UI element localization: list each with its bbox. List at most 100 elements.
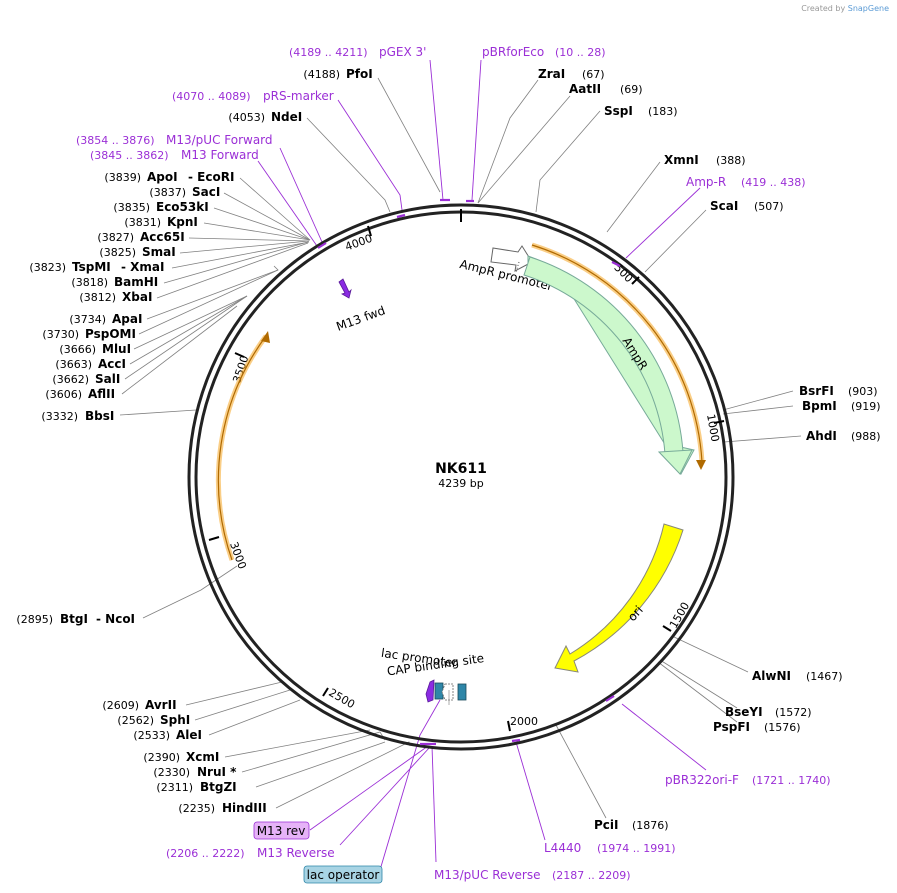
primer-name-prs: pRS-marker xyxy=(263,89,334,103)
enzyme-pos-hindiii: (2235) xyxy=(178,802,215,815)
enzyme-pos-avrii: (2609) xyxy=(102,699,139,712)
primer-range-m13puc-fwd: (3854 .. 3876) xyxy=(76,134,155,147)
enzyme-name-bbsi: BbsI xyxy=(85,409,114,423)
enzyme-name-saci: SacI xyxy=(192,185,220,199)
leader-sspi xyxy=(535,110,601,213)
enzyme-pos-bseyi: (1572) xyxy=(775,706,812,719)
enzyme-pos-sspi: (183) xyxy=(648,105,678,118)
plasmid-length: 4239 bp xyxy=(438,477,483,490)
primer-range-pgex3: (4189 .. 4211) xyxy=(289,46,368,59)
primer-name-m13puc-rev: M13/pUC Reverse xyxy=(434,868,541,882)
enzyme-name-eco53ki: Eco53kI xyxy=(156,200,209,214)
enzyme-pos-bamhi: (3818) xyxy=(71,276,108,289)
lac-operator-box: lac operator xyxy=(303,865,383,884)
enzyme-name-pspomi: PspOMI xyxy=(85,327,136,341)
enzyme-name-scai: ScaI xyxy=(710,199,738,213)
leader-prs xyxy=(337,99,403,211)
enzyme-name-sspi: SspI xyxy=(604,104,633,118)
orf-arrowhead-left xyxy=(261,331,270,343)
enzyme-name-apai: ApaI xyxy=(112,312,142,326)
enzyme-name-acc65i: Acc65I xyxy=(140,230,185,244)
enzyme-pos-aflii: (3606) xyxy=(45,388,82,401)
enzyme-name-apoi: ApoI xyxy=(147,170,178,184)
tick-label-2000: 2000 xyxy=(510,715,538,728)
leader-saci xyxy=(223,192,311,241)
enzyme-pos-pspfi: (1576) xyxy=(764,721,801,734)
orf-arc-ampr-core xyxy=(531,244,703,463)
leader-pfoi xyxy=(377,77,441,193)
enzyme-name-sali: SalI xyxy=(95,372,120,386)
leader-nrui xyxy=(241,731,386,773)
leader-alwni xyxy=(671,635,749,673)
enzyme-pos-sali: (3662) xyxy=(52,373,89,386)
enzyme-pos-scai: (507) xyxy=(754,200,784,213)
enzyme-pos-alwni: (1467) xyxy=(806,670,843,683)
enzyme-pos-tspmi: (3823) xyxy=(29,261,66,274)
enzyme-name-nrui: NruI * xyxy=(197,765,237,779)
lac-region xyxy=(425,679,467,705)
enzyme-pos-zrai: (67) xyxy=(582,68,605,81)
enzyme-extra-ncoi: - NcoI xyxy=(96,612,135,626)
scale-ticks xyxy=(208,209,725,732)
primer-range-m13-fwd: (3845 .. 3862) xyxy=(90,149,169,162)
leader-m13-fwd xyxy=(257,160,318,247)
enzyme-pos-pcii: (1876) xyxy=(632,819,669,832)
enzyme-pos-btgzi: (2311) xyxy=(156,781,193,794)
leader-pspomi xyxy=(138,269,279,335)
leader-btgzi xyxy=(255,741,386,788)
leader-ncoi xyxy=(142,565,238,619)
primer-range-ampr: (419 .. 438) xyxy=(741,176,806,189)
enzyme-name-btgi: BtgI xyxy=(60,612,88,626)
primer-site-m13fwd xyxy=(317,242,327,249)
leader-m13rev-box xyxy=(309,745,429,831)
leader-ahdi xyxy=(723,435,802,443)
ampr-promoter-arrow xyxy=(490,245,533,272)
primer-range-prs: (4070 .. 4089) xyxy=(172,90,251,103)
enzyme-pos-bpmi: (919) xyxy=(851,400,881,413)
leader-bbsi xyxy=(119,409,197,416)
enzyme-name-xcmi: XcmI xyxy=(186,750,219,764)
enzyme-pos-ndei: (4053) xyxy=(228,111,265,124)
enzyme-name-bpmi: BpmI xyxy=(802,399,837,413)
primer-name-pgex3: pGEX 3' xyxy=(379,45,426,59)
orf-arrowhead-ampr xyxy=(696,460,706,470)
enzyme-pos-sphi: (2562) xyxy=(117,714,154,727)
tick-mark-1000 xyxy=(713,420,725,424)
enzyme-name-kpni: KpnI xyxy=(167,215,198,229)
leader-pgex3 xyxy=(429,59,444,201)
enzyme-pos-pfoi: (4188) xyxy=(303,68,340,81)
primer-name-l4440: L4440 xyxy=(544,841,581,855)
enzyme-name-pfoi: PfoI xyxy=(346,67,373,81)
leader-mlui xyxy=(133,295,248,350)
primer-range-m13-reverse: (2206 .. 2222) xyxy=(166,847,245,860)
enzyme-name-acci: AccI xyxy=(98,357,126,371)
enzyme-name-xmni: XmnI xyxy=(664,153,699,167)
tick-label-4000: 4000 xyxy=(343,232,374,254)
enzyme-pos-acc65i: (3827) xyxy=(97,231,134,244)
lac-promoter-feature xyxy=(441,683,454,701)
m13rev-box-label: M13 rev xyxy=(257,824,306,838)
primer-name-pbrforeco: pBRforEco xyxy=(482,45,544,59)
enzyme-pos-apoi: (3839) xyxy=(104,171,141,184)
enzyme-name-zrai: ZraI xyxy=(538,67,565,81)
cap-binding-feature xyxy=(457,683,467,701)
enzyme-name-tspmi: TspMI xyxy=(72,260,111,274)
leader-m13puc-fwd xyxy=(279,147,323,243)
enzyme-pos-xcmi: (2390) xyxy=(143,751,180,764)
m13fwd-feature-arrow xyxy=(338,278,352,299)
leader-bamhi xyxy=(163,241,309,284)
tick-mark-3000 xyxy=(208,536,220,541)
enzyme-pos-ahdi: (988) xyxy=(851,430,881,443)
leader-l4440 xyxy=(515,741,546,841)
leader-bsrfi xyxy=(722,390,794,411)
enzyme-pos-nrui: (2330) xyxy=(153,766,190,779)
enzyme-pos-btgi: (2895) xyxy=(16,613,53,626)
ampr-feature-head xyxy=(657,449,693,475)
tick-mark-3500 xyxy=(234,352,245,358)
primer-labels: (4189 .. 4211) pGEX 3' pBRforEco (10 .. … xyxy=(76,45,831,882)
primer-range-pbrforeco: (10 .. 28) xyxy=(555,46,606,59)
enzyme-name-sphi: SphI xyxy=(160,713,190,727)
enzyme-name-aatii: AatII xyxy=(569,82,601,96)
enzyme-name-avrii: AvrII xyxy=(145,698,177,712)
enzyme-name-ndei: NdeI xyxy=(271,110,302,124)
